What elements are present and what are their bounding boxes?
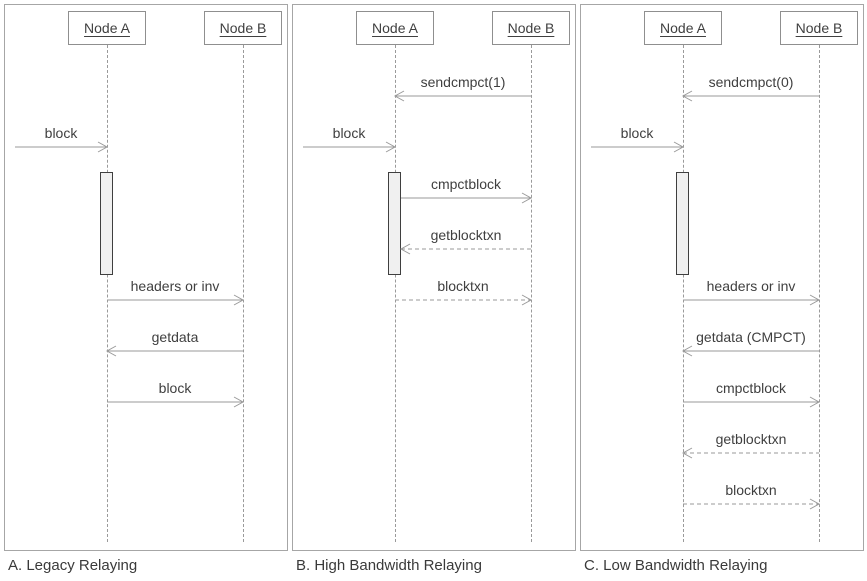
node-a-box: Node A [356, 11, 434, 45]
caption-low-bandwidth-relaying: C. Low Bandwidth Relaying [584, 557, 768, 574]
message-arrow-sendcmpct-0 [681, 90, 819, 102]
message-arrow-block [15, 141, 109, 153]
message-arrow-getblocktxn [681, 447, 819, 459]
message-arrow-blocktxn [395, 294, 533, 306]
node-label: Node B [507, 20, 555, 36]
lifeline-node-a [683, 45, 684, 542]
lifeline-node-a [107, 45, 108, 542]
lifeline-node-b [243, 45, 244, 542]
node-b-box: Node B [204, 11, 282, 45]
caption-legacy-relaying: A. Legacy Relaying [8, 557, 138, 574]
activation-bar-node-a [100, 172, 113, 275]
message-arrow-sendcmpct-1 [393, 90, 531, 102]
message-arrow-cmpctblock [683, 396, 821, 408]
message-arrow-getdata-cmpct [681, 345, 819, 357]
message-label-getdata: getdata [151, 329, 199, 345]
node-label: Node A [84, 20, 130, 36]
message-label-block: block [44, 125, 78, 141]
panel-legacy-relaying: Node A Node B block headers or inv getdata bl… [4, 4, 288, 551]
message-label-sendcmpct-0: sendcmpct(0) [708, 74, 794, 90]
message-label-blocktxn: blocktxn [725, 482, 777, 498]
panel-high-bandwidth-relaying: Node A Node B sendcmpct(1) block cmpctblock g… [292, 4, 576, 551]
message-label-block: block [332, 125, 366, 141]
panel-low-bandwidth-relaying: Node A Node B sendcmpct(0) block headers or … [580, 4, 864, 551]
message-arrow-cmpctblock [401, 192, 533, 204]
message-label-cmpctblock: cmpctblock [715, 380, 787, 396]
lifeline-node-a [395, 45, 396, 542]
activation-bar-node-a [388, 172, 401, 275]
message-arrow-headers-or-inv [107, 294, 245, 306]
message-arrow-getblocktxn [399, 243, 531, 255]
message-arrow-block [591, 141, 685, 153]
caption-high-bandwidth-relaying: B. High Bandwidth Relaying [296, 557, 482, 574]
node-label: Node B [219, 20, 267, 36]
message-arrow-blocktxn [683, 498, 821, 510]
node-a-box: Node A [644, 11, 722, 45]
message-arrow-headers-or-inv [683, 294, 821, 306]
message-label-getblocktxn: getblocktxn [715, 431, 787, 447]
message-label-block: block [620, 125, 654, 141]
message-label-blocktxn: blocktxn [437, 278, 489, 294]
node-b-box: Node B [780, 11, 858, 45]
node-b-box: Node B [492, 11, 570, 45]
message-arrow-getdata [105, 345, 243, 357]
message-label-getblocktxn: getblocktxn [430, 227, 502, 243]
message-label-block: block [158, 380, 192, 396]
node-label: Node B [795, 20, 843, 36]
message-label-headers-or-inv: headers or inv [130, 278, 220, 294]
node-a-box: Node A [68, 11, 146, 45]
message-label-cmpctblock: cmpctblock [430, 176, 502, 192]
message-label-headers-or-inv: headers or inv [706, 278, 796, 294]
message-arrow-block [303, 141, 397, 153]
lifeline-node-b [819, 45, 820, 542]
message-label-getdata-cmpct: getdata (CMPCT) [696, 329, 806, 345]
node-label: Node A [372, 20, 418, 36]
node-label: Node A [660, 20, 706, 36]
message-label-sendcmpct-1: sendcmpct(1) [420, 74, 506, 90]
message-arrow-block [107, 396, 245, 408]
lifeline-node-b [531, 45, 532, 542]
activation-bar-node-a [676, 172, 689, 275]
